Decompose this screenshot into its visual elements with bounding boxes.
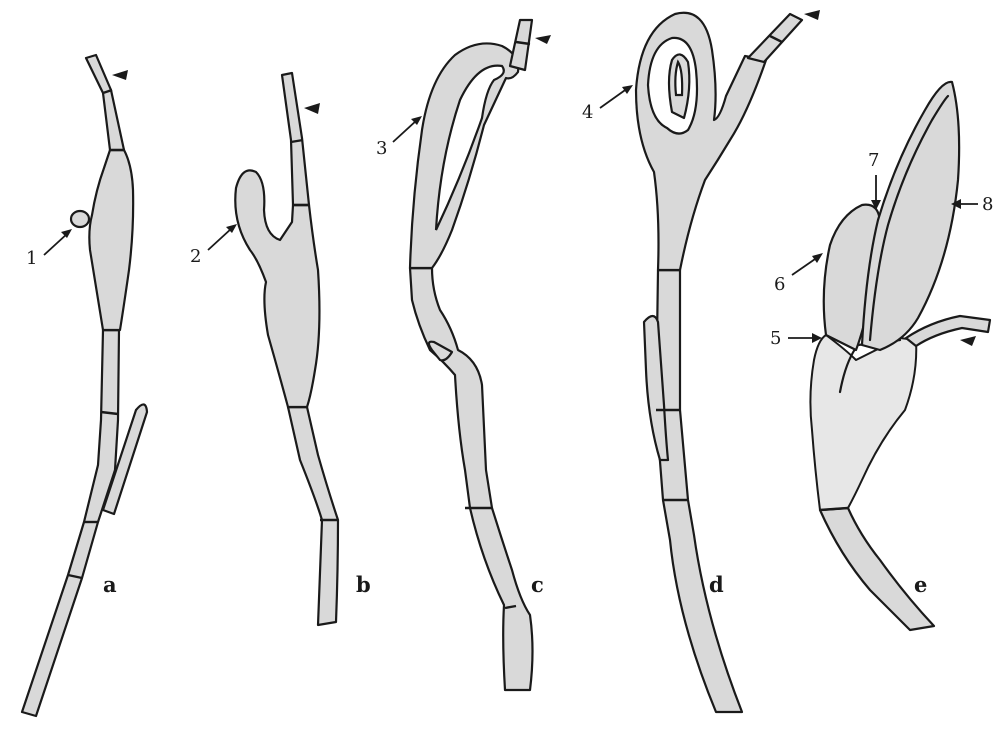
callout-1-arrow-icon [44,229,72,255]
panel-e-tip-marker-icon [960,336,976,346]
callout-4-arrow-icon [600,85,633,108]
panel-b-lower-filament [288,407,338,625]
callout-8-label: 8 [982,194,993,215]
panel-d-label: d [709,572,724,597]
panel-a-tip-marker-icon [112,70,128,80]
callout-4-label: 4 [582,102,593,123]
panel-d-tip-marker-icon [804,10,820,20]
panel-a-bud [71,211,89,227]
panel-e-filament [810,82,990,630]
panel-e-basal-cell [810,335,916,510]
panel-a-filament [22,55,147,716]
panel-a-lower-filament [22,330,119,716]
panel-b-filament [235,73,338,625]
callout-1-label: 1 [26,248,37,269]
callout-5-label: 5 [770,328,781,349]
callout-2-arrow-icon [208,224,237,250]
callout-5-arrow-icon [788,333,822,343]
callout-3-label: 3 [376,138,387,159]
callout-6-label: 6 [774,274,785,295]
panel-d-lower-filament [656,270,742,712]
panel-a-upper-filament [86,55,124,150]
callout-3-arrow-icon [393,116,422,142]
panel-a-label: a [103,572,117,597]
callout-7-label: 7 [868,150,879,171]
callout-6-arrow-icon [792,253,823,275]
panel-a-swollen-cell [89,150,133,330]
panel-b-upper-filament [282,73,309,205]
panel-c-lower-filament [410,268,533,690]
callout-7-arrow-icon [871,175,881,210]
panel-b-tip-marker-icon [304,103,320,114]
panel-e-label: e [914,572,927,597]
panel-e-upper-filament [906,316,990,346]
callout-2-label: 2 [190,246,201,267]
panel-c-filament [410,20,533,690]
panel-c-tip-marker-icon [535,35,551,44]
panel-d-filament [636,13,802,712]
panel-c-label: c [531,572,544,597]
panel-e-lower-filament [820,508,934,630]
panel-b-label: b [356,572,371,597]
